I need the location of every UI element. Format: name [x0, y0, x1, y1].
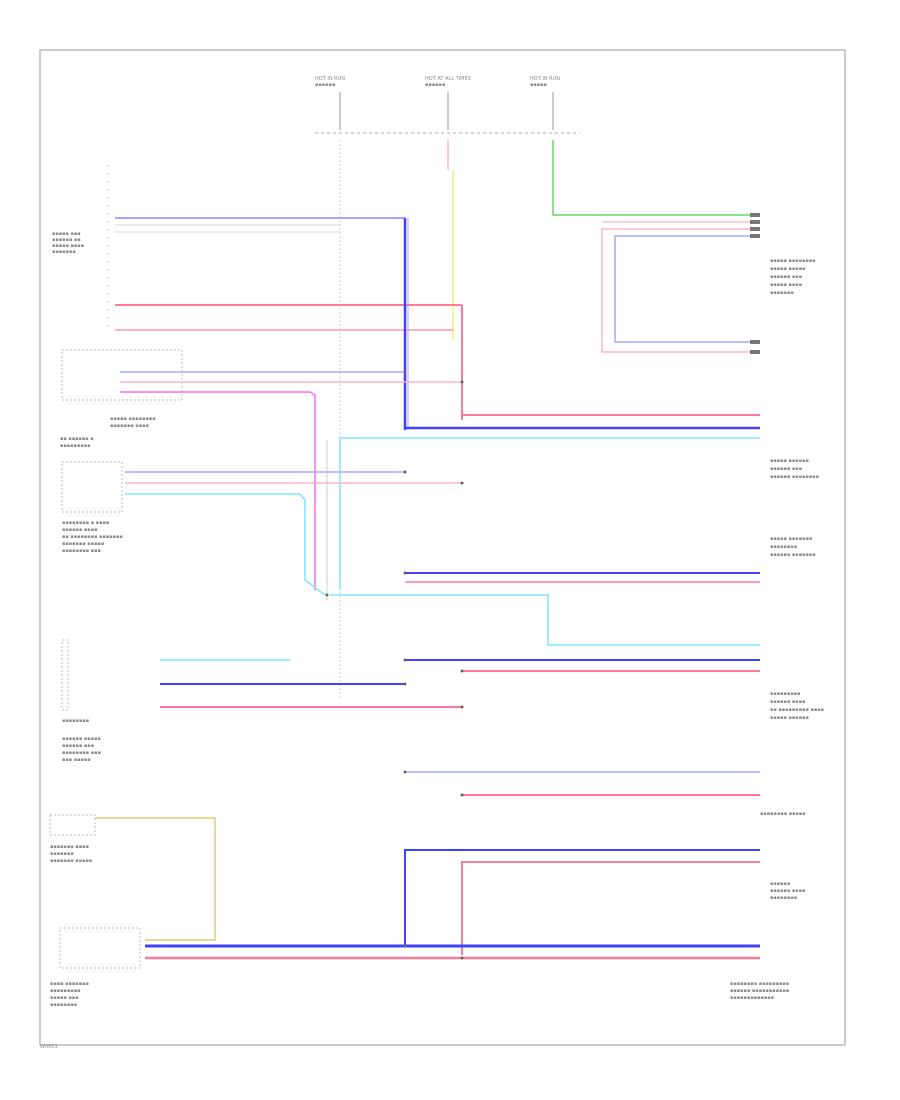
svg-text:▪▪ ▪▪▪▪▪▪▪▪▪ ▪▪▪▪: ▪▪ ▪▪▪▪▪▪▪▪▪ ▪▪▪▪: [770, 707, 824, 713]
fuse-symbols: [339, 92, 554, 130]
svg-text:▪▪▪▪▪▪ ▪▪▪▪▪: ▪▪▪▪▪▪ ▪▪▪▪▪: [62, 736, 101, 742]
svg-text:▪▪▪▪▪▪▪: ▪▪▪▪▪▪▪: [770, 290, 794, 296]
svg-text:▪▪▪▪▪▪: ▪▪▪▪▪▪: [425, 82, 445, 88]
svg-text:▪▪▪▪▪▪ ▪▪▪▪: ▪▪▪▪▪▪ ▪▪▪▪: [770, 888, 805, 894]
svg-text:▪▪▪▪▪ ▪▪▪▪: ▪▪▪▪▪ ▪▪▪▪: [52, 243, 84, 249]
svg-text:▪▪▪▪▪ ▪▪▪▪▪: ▪▪▪▪▪ ▪▪▪▪▪: [770, 266, 805, 272]
svg-text:▪▪▪▪▪▪ ▪▪▪▪: ▪▪▪▪▪▪ ▪▪▪▪: [62, 527, 97, 533]
svg-text:▪▪ ▪▪▪▪▪▪▪▪ ▪▪▪▪▪▪▪: ▪▪ ▪▪▪▪▪▪▪▪ ▪▪▪▪▪▪▪: [62, 534, 123, 540]
svg-text:▪▪▪▪▪ ▪▪▪▪▪▪▪▪: ▪▪▪▪▪ ▪▪▪▪▪▪▪▪: [770, 258, 816, 264]
svg-text:▪▪▪▪▪▪ ▪▪: ▪▪▪▪▪▪ ▪▪: [52, 237, 81, 243]
svg-text:▪▪▪▪▪▪▪ ▪▪▪▪▪: ▪▪▪▪▪▪▪ ▪▪▪▪▪: [50, 858, 92, 864]
wire-cyan-right: [339, 437, 760, 590]
svg-text:▪▪▪▪▪ ▪▪▪: ▪▪▪▪▪ ▪▪▪: [52, 231, 81, 237]
svg-text:▪▪▪▪▪▪ ▪▪▪: ▪▪▪▪▪▪ ▪▪▪: [770, 466, 802, 472]
svg-text:▪▪▪▪▪▪ ▪▪▪: ▪▪▪▪▪▪ ▪▪▪: [770, 274, 802, 280]
svg-text:▪▪▪ ▪▪▪▪▪: ▪▪▪ ▪▪▪▪▪: [62, 757, 91, 763]
svg-text:▪▪▪▪▪: ▪▪▪▪▪: [530, 82, 547, 88]
svg-text:▪▪▪▪▪▪▪▪: ▪▪▪▪▪▪▪▪: [50, 1002, 77, 1008]
svg-text:▪▪▪▪▪▪ ▪▪▪: ▪▪▪▪▪▪ ▪▪▪: [62, 743, 94, 749]
power-source-1: HOT IN RUN: [315, 76, 345, 82]
svg-text:▪▪▪▪▪ ▪▪▪: ▪▪▪▪▪ ▪▪▪: [50, 995, 79, 1001]
svg-text:▪▪▪▪▪▪▪: ▪▪▪▪▪▪▪: [50, 851, 74, 857]
svg-text:▪▪▪▪▪ ▪▪▪▪▪▪: ▪▪▪▪▪ ▪▪▪▪▪▪: [770, 715, 809, 721]
svg-text:▪▪▪▪▪▪ ▪▪▪▪▪▪▪▪▪▪▪: ▪▪▪▪▪▪ ▪▪▪▪▪▪▪▪▪▪▪: [730, 988, 789, 994]
svg-text:▪▪▪▪▪▪▪▪ ▪▪▪: ▪▪▪▪▪▪▪▪ ▪▪▪: [62, 750, 101, 756]
svg-text:▪▪▪▪▪▪▪▪ ▪▪▪▪▪▪▪▪▪: ▪▪▪▪▪▪▪▪ ▪▪▪▪▪▪▪▪▪: [730, 981, 789, 987]
svg-text:▪▪▪▪▪▪▪ ▪▪▪▪▪: ▪▪▪▪▪▪▪ ▪▪▪▪▪: [62, 541, 104, 547]
svg-text:▪▪▪▪▪▪: ▪▪▪▪▪▪: [770, 881, 790, 887]
power-source-2: HOT AT ALL TIMES: [425, 76, 471, 82]
svg-text:▪▪▪▪▪▪▪▪: ▪▪▪▪▪▪▪▪: [770, 544, 797, 550]
page-id: W0001: [40, 1044, 58, 1050]
wire-green-fuse3: [552, 140, 760, 216]
svg-text:▪▪▪▪▪▪▪▪: ▪▪▪▪▪▪▪▪: [770, 895, 797, 901]
svg-text:▪▪▪▪▪▪▪ ▪▪▪▪: ▪▪▪▪▪▪▪ ▪▪▪▪: [50, 844, 89, 850]
svg-text:▪▪▪▪▪▪▪▪▪: ▪▪▪▪▪▪▪▪▪: [60, 443, 91, 449]
svg-text:▪▪▪▪▪▪ ▪▪▪▪▪▪▪: ▪▪▪▪▪▪ ▪▪▪▪▪▪▪: [770, 552, 816, 558]
svg-text:▪▪▪▪▪ ▪▪▪▪▪▪: ▪▪▪▪▪ ▪▪▪▪▪▪: [770, 458, 809, 464]
svg-text:▪▪▪▪▪▪ ▪▪▪▪▪▪▪▪: ▪▪▪▪▪▪ ▪▪▪▪▪▪▪▪: [770, 474, 819, 480]
svg-text:▪▪▪▪▪▪ ▪▪▪▪: ▪▪▪▪▪▪ ▪▪▪▪: [770, 699, 805, 705]
diagram-frame: [39, 49, 846, 1046]
svg-text:▪▪▪▪▪▪▪▪ ▪▪▪▪▪: ▪▪▪▪▪▪▪▪ ▪▪▪▪▪: [760, 811, 806, 817]
svg-text:▪▪▪▪▪ ▪▪▪▪▪▪▪: ▪▪▪▪▪ ▪▪▪▪▪▪▪: [770, 536, 812, 542]
svg-text:▪▪▪▪▪▪▪▪▪: ▪▪▪▪▪▪▪▪▪: [770, 691, 801, 697]
svg-text:▪▪▪▪▪▪▪: ▪▪▪▪▪▪▪: [52, 249, 76, 255]
svg-text:▪▪▪▪▪ ▪▪▪▪: ▪▪▪▪▪ ▪▪▪▪: [770, 282, 802, 288]
svg-text:▪▪▪▪ ▪▪▪▪▪▪▪: ▪▪▪▪ ▪▪▪▪▪▪▪: [50, 981, 89, 987]
power-source-3: HOT IN RUN: [530, 76, 560, 82]
svg-text:▪▪▪▪▪▪▪▪: ▪▪▪▪▪▪▪▪: [62, 718, 89, 724]
svg-text:▪▪▪▪▪▪: ▪▪▪▪▪▪: [315, 82, 335, 88]
svg-text:▪▪▪▪▪▪▪▪ ▪▪▪: ▪▪▪▪▪▪▪▪ ▪▪▪: [62, 548, 101, 554]
svg-text:▪▪▪▪▪ ▪▪▪▪▪▪▪▪: ▪▪▪▪▪ ▪▪▪▪▪▪▪▪: [110, 416, 156, 422]
junction-dots: [325, 370, 464, 960]
svg-text:▪▪▪▪▪▪▪▪▪▪▪▪▪: ▪▪▪▪▪▪▪▪▪▪▪▪▪: [730, 995, 774, 1001]
svg-text:▪▪▪▪▪▪▪▪ ▪ ▪▪▪▪: ▪▪▪▪▪▪▪▪ ▪ ▪▪▪▪: [62, 520, 109, 526]
svg-text:▪▪ ▪▪▪▪▪▪ ▪: ▪▪ ▪▪▪▪▪▪ ▪: [60, 436, 94, 442]
svg-text:▪▪▪▪▪▪▪ ▪▪▪▪: ▪▪▪▪▪▪▪ ▪▪▪▪: [110, 423, 149, 429]
svg-text:▪▪▪▪▪▪▪▪▪: ▪▪▪▪▪▪▪▪▪: [50, 988, 81, 994]
